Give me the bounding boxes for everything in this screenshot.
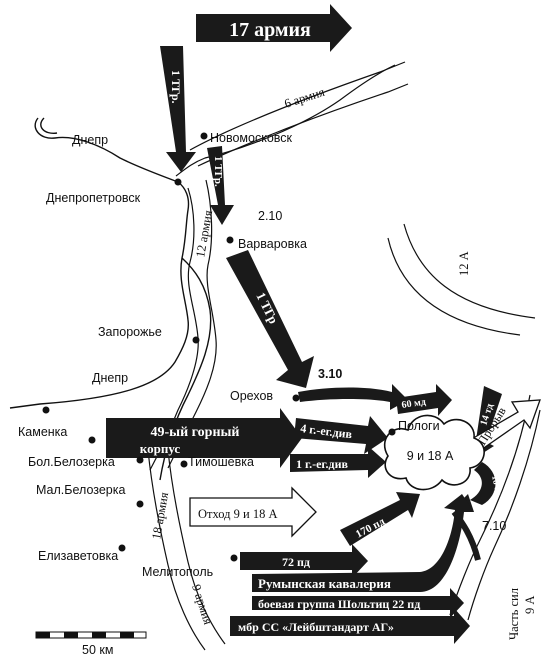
scholtitz-arrow: боевая группа Шольтиц 22 пд <box>252 588 464 618</box>
scholtitz-label: боевая группа Шольтиц 22 пд <box>258 597 420 611</box>
scale-label: 50 км <box>82 643 113 657</box>
place-dnepr-top: Днепр <box>72 133 108 147</box>
orekhov-pologi-arrow <box>298 384 408 410</box>
romanian-cav-label: Румынская кавалерия <box>258 576 391 591</box>
corps49-label-2: корпус <box>140 441 181 456</box>
tgr1-top-arrow: 1 ТГр. <box>160 46 196 172</box>
tgr1-mid-arrow: 1 ТГр. <box>207 146 234 225</box>
place-pologi: Пологи <box>398 419 440 433</box>
place-dots <box>42 132 396 562</box>
place-elizavetovka: Елизаветовка <box>38 549 118 563</box>
lah-arrow: мбр СС «Лейбштандарт АГ» <box>230 608 470 644</box>
div1-arrow: 1 г.-ег.див <box>290 446 386 478</box>
place-bol-belozerka: Бол.Белозерка <box>28 455 115 469</box>
div4-arrow: 4 г.-ег.див <box>294 416 388 454</box>
corps49-arrow: 49-ый горный корпус <box>106 408 302 468</box>
army17-label: 17 армия <box>229 19 311 41</box>
md60-arrow: 60 мд <box>396 384 452 416</box>
retreat-label: Отход 9 и 18 А <box>198 507 277 521</box>
army6-label: 6 армия <box>283 85 327 111</box>
retreat-arrow: Отход 9 и 18 А <box>189 486 317 538</box>
md60-label: 60 мд <box>401 397 427 411</box>
place-timoshevka: Тимошевка <box>188 455 254 469</box>
div4-label: 4 г.-ег.див <box>300 421 354 441</box>
part9a-label-1: Часть сил <box>507 588 521 640</box>
pocket-label: 9 и 18 А <box>407 449 454 463</box>
tgr1-mid-label: 1 ТГр. <box>212 156 224 187</box>
tgr1-top-label: 1 ТГр. <box>169 70 183 104</box>
place-dnepropetrovsk: Днепропетровск <box>46 191 141 205</box>
tgr1-main-arrow: 1 ТГр <box>226 250 314 388</box>
date-2-10: 2.10 <box>258 209 282 223</box>
lah-label: мбр СС «Лейбштандарт АГ» <box>238 620 394 634</box>
army12A-label: 12 А <box>457 251 471 276</box>
dnepr-river <box>9 64 396 481</box>
pd170-arrow: 170 пд <box>340 492 420 546</box>
date-7-10: 7.10 <box>482 519 506 533</box>
army17-arrow: 17 армия <box>196 4 352 52</box>
army18-9-corridor <box>147 449 226 651</box>
place-varvarovka: Варваровка <box>238 237 307 251</box>
pd72-arrow: 72 пд <box>240 544 368 578</box>
place-novomoskovsk: Новомосковск <box>210 131 293 145</box>
scale-bar: 50 км <box>35 631 147 657</box>
front-lines <box>387 223 541 621</box>
pocket-cloud: 9 и 18 А <box>383 414 485 491</box>
army6-corridor <box>189 61 409 167</box>
place-zaporozhye: Запорожье <box>98 325 162 339</box>
corps49-label-1: 49-ый горный <box>150 425 239 440</box>
place-dnepr-bottom: Днепр <box>92 371 128 385</box>
army18-label: 18 армия <box>149 491 171 541</box>
place-mal-belozerka: Мал.Белозерка <box>36 483 125 497</box>
div1-label: 1 г.-ег.див <box>296 457 348 471</box>
date-3-10: 3.10 <box>318 367 342 381</box>
place-melitopol: Мелитополь <box>142 565 213 579</box>
place-kamenka: Каменка <box>18 425 67 439</box>
pd72-label: 72 пд <box>282 555 310 569</box>
place-orekhov: Орехов <box>230 389 273 403</box>
romanian-cav-arrow: Румынская кавалерия <box>252 494 474 592</box>
army9-label: 9 армия <box>189 583 215 627</box>
td16-label: 16 тд <box>490 474 504 496</box>
part9a-label-2: 9 А <box>523 596 537 614</box>
part9a-arrow <box>451 510 481 561</box>
